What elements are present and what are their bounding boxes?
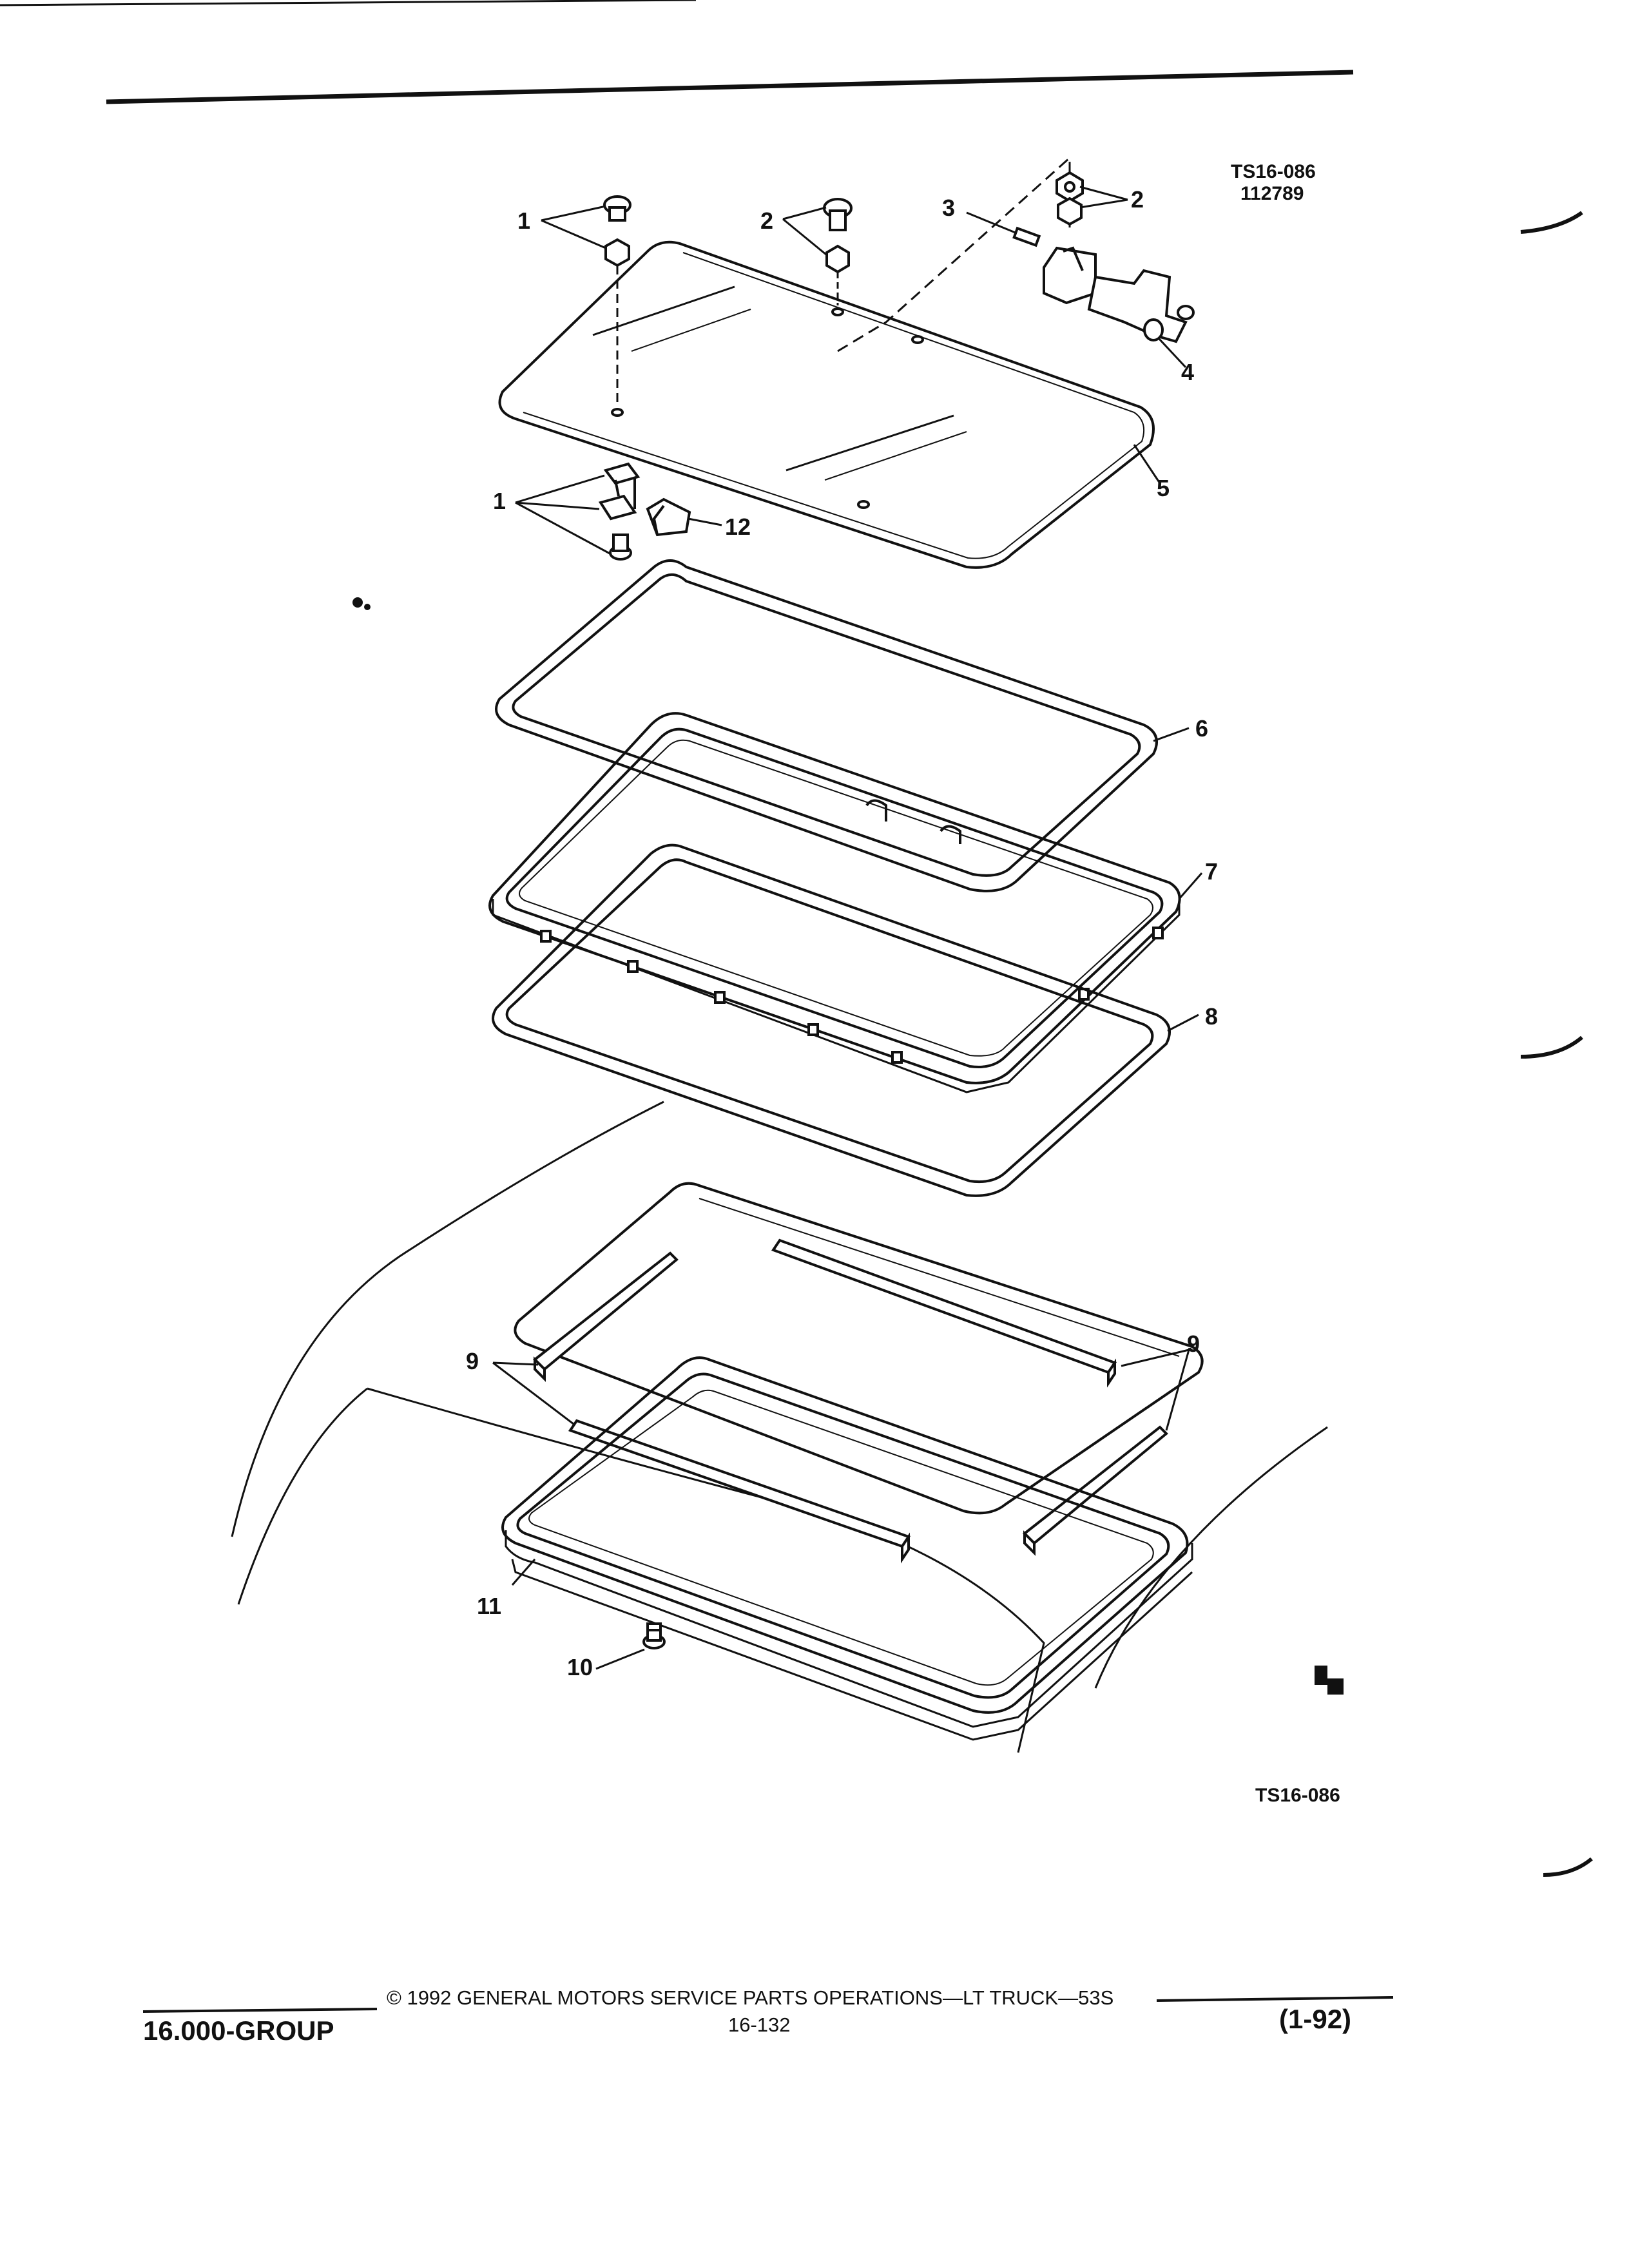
callout-2-hinge: 2	[1131, 186, 1144, 213]
figure-date: 112789	[1240, 183, 1304, 204]
callout-11: 11	[477, 1593, 501, 1619]
page-edge-mark	[0, 0, 697, 6]
sunroof-frame-7	[488, 712, 1181, 1093]
hinge-pin-3	[1012, 226, 1041, 247]
footer-rule-left	[142, 2008, 378, 2013]
roof-opening-9	[514, 1182, 1204, 1515]
callout-12: 12	[725, 514, 751, 540]
screw-10	[642, 1622, 666, 1649]
hinge-nuts-2	[1055, 171, 1084, 226]
figure-caption: TS16-086	[1255, 1785, 1340, 1806]
trim-strips-9	[532, 1238, 1168, 1564]
footer-revision: (1-92)	[1279, 2004, 1352, 2034]
ink-speck	[352, 597, 371, 610]
callout-1-lower: 1	[493, 488, 506, 514]
callout-1-top: 1	[517, 207, 530, 234]
callout-numbers: 1 2 3 2 4 5 1 12 6 7 8 9 9 11 10	[466, 186, 1218, 1680]
hinge-dash-line	[837, 155, 1071, 352]
right-margin-mark-2	[1520, 1035, 1583, 1059]
right-margin-mark-3	[1543, 1857, 1593, 1877]
footer-rule-right	[1156, 1996, 1394, 2002]
callout-10: 10	[567, 1654, 593, 1680]
callout-2-top: 2	[760, 207, 773, 234]
sunroof-glass-panel	[498, 240, 1155, 569]
hinge-bracket-4	[1043, 246, 1195, 343]
header-rule	[106, 70, 1354, 104]
callout-3: 3	[942, 195, 955, 221]
footer-page-number: 16-132	[728, 2013, 791, 2036]
callout-8: 8	[1205, 1003, 1218, 1030]
callout-6: 6	[1195, 715, 1208, 742]
footer-copyright: © 1992 GENERAL MOTORS SERVICE PARTS OPER…	[387, 1986, 1114, 2009]
footer-group: 16.000-GROUP	[143, 2015, 334, 2046]
lower-clips-1	[598, 462, 641, 561]
fastener-knob-1	[603, 195, 631, 406]
figure-code: TS16-086	[1231, 161, 1316, 182]
leader-lines	[492, 186, 1203, 1670]
callout-9-left: 9	[466, 1348, 479, 1374]
callout-7: 7	[1205, 858, 1218, 885]
fastener-knob-2	[823, 198, 853, 305]
right-margin-mark-1	[1520, 211, 1583, 234]
bumper-block-12	[646, 497, 691, 537]
frame-seal-8	[492, 843, 1171, 1197]
glass-seal-6	[495, 559, 1158, 892]
callout-5: 5	[1157, 475, 1170, 501]
lower-frame-11	[501, 1356, 1193, 1741]
gm-logo-mark	[1315, 1666, 1344, 1695]
callout-4: 4	[1181, 359, 1194, 385]
callout-9-right: 9	[1187, 1331, 1200, 1357]
